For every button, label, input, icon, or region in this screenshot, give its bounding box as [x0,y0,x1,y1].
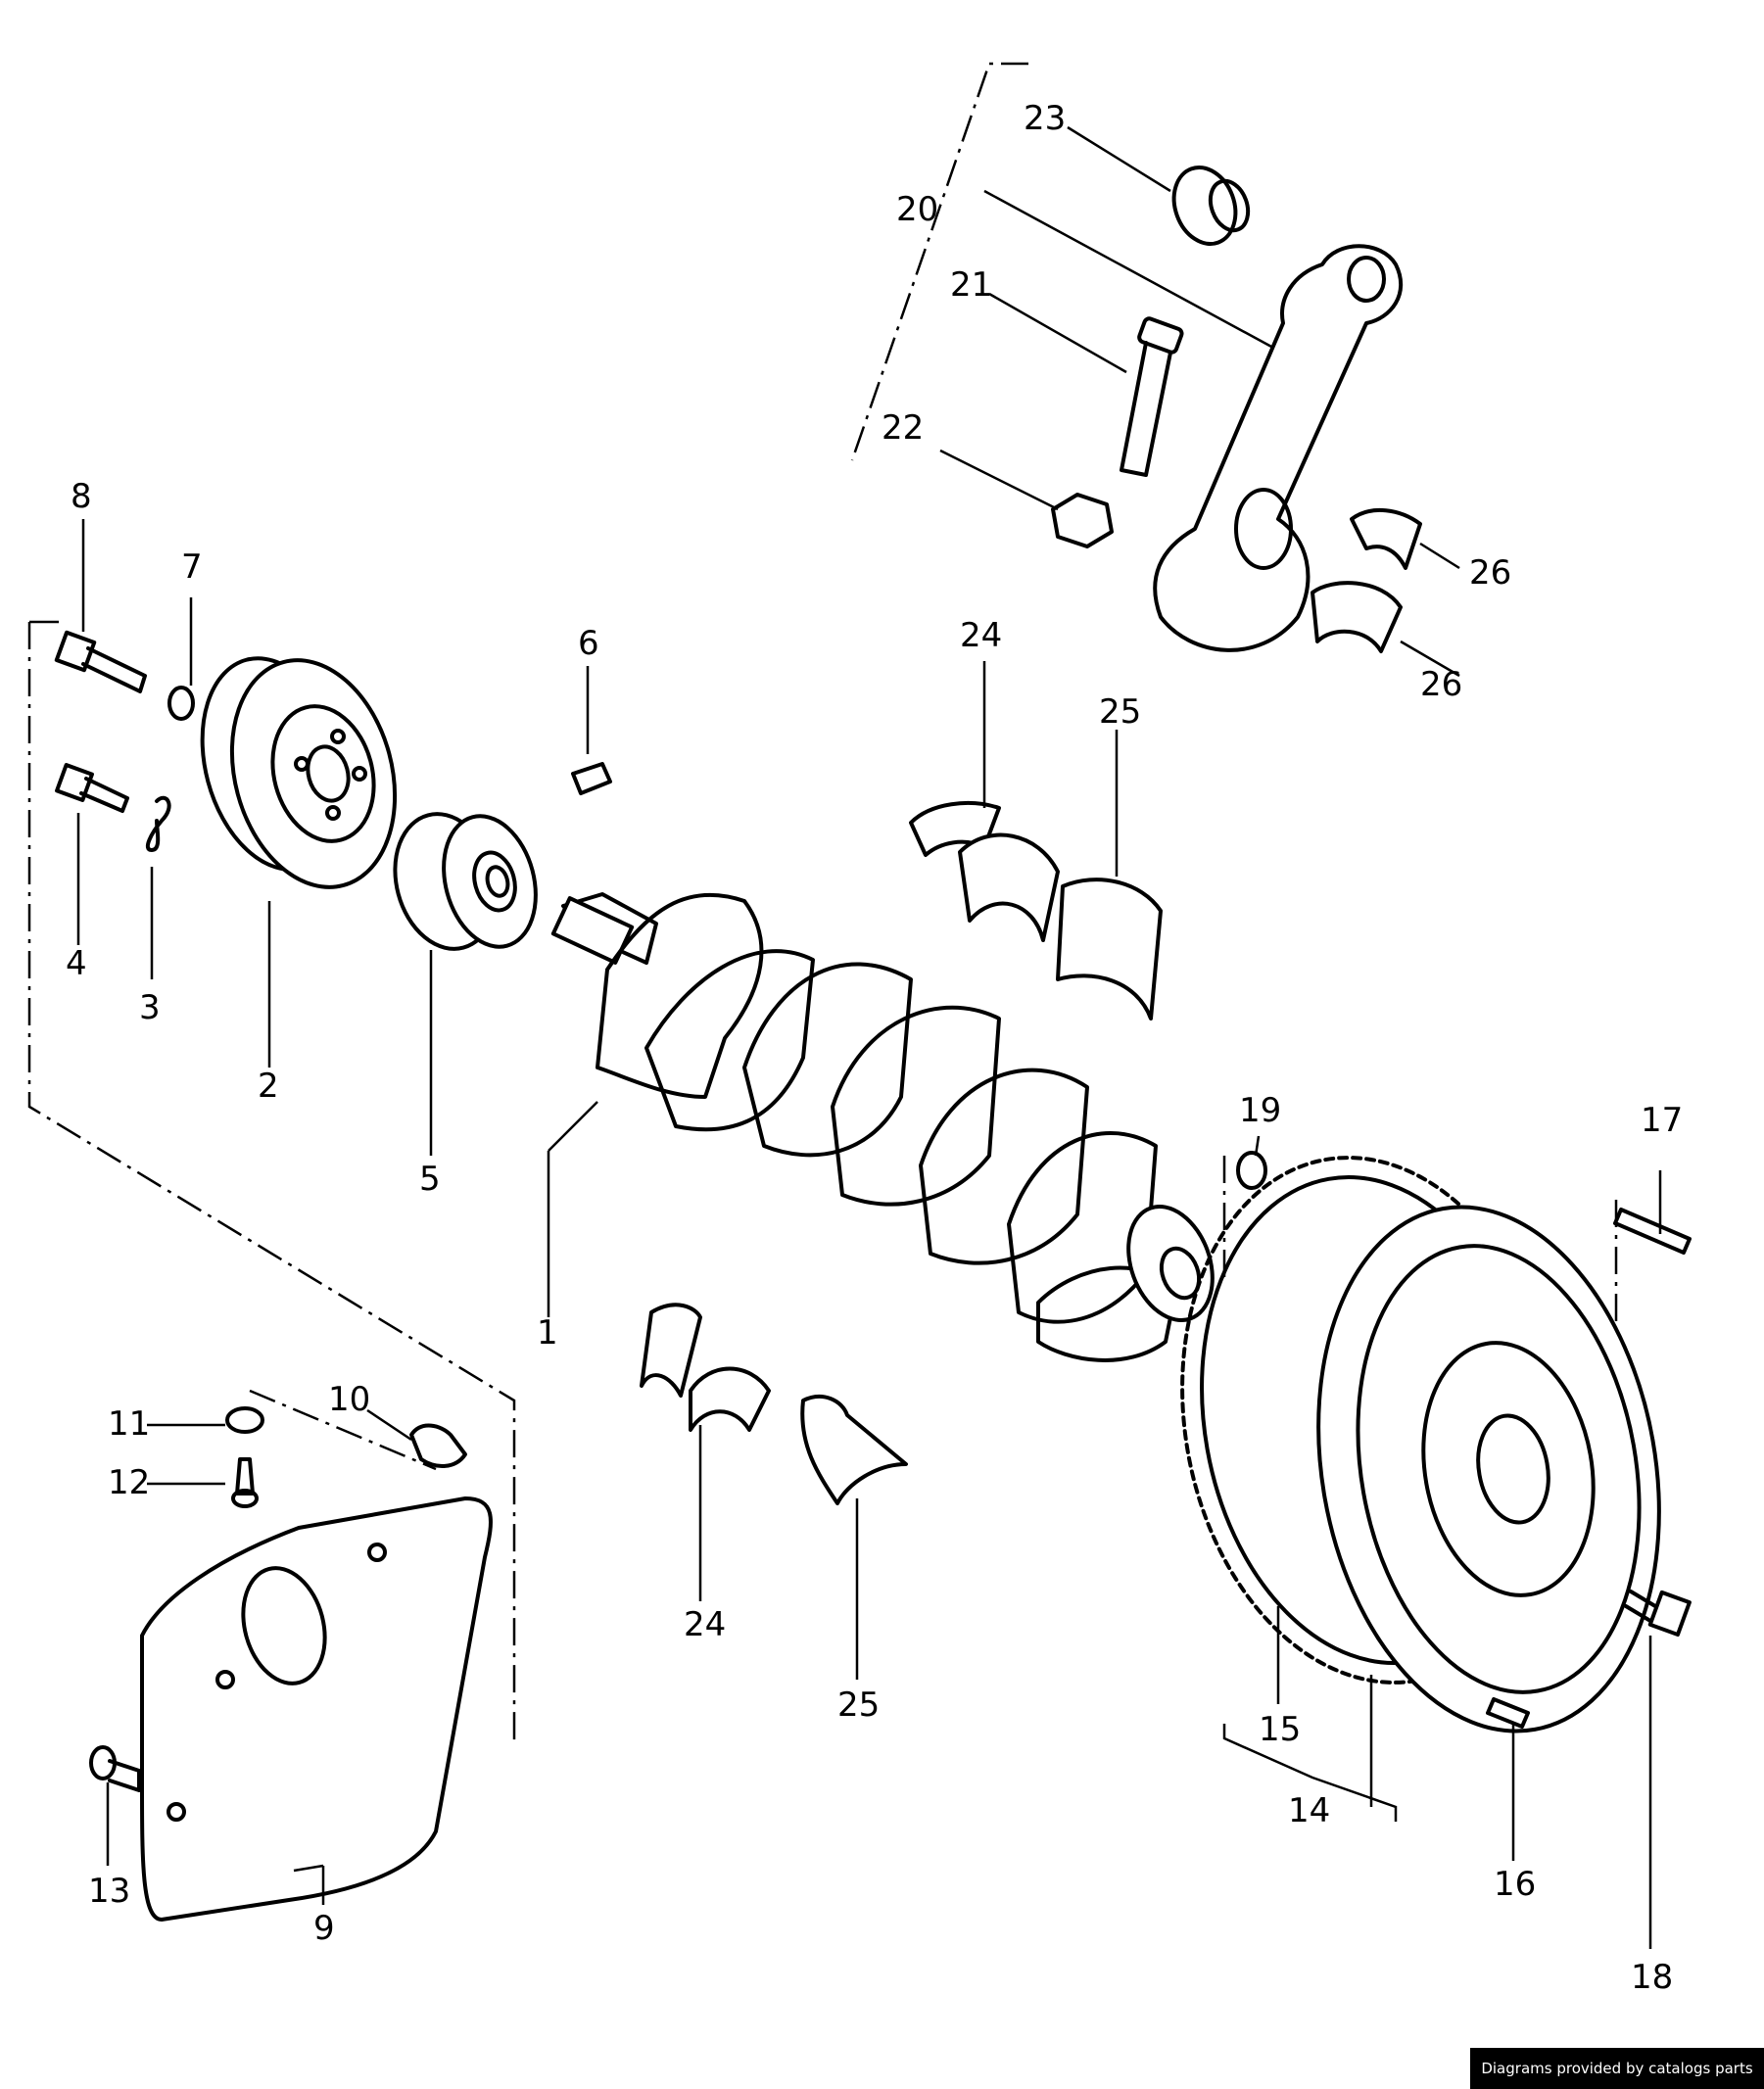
label-23: 23 [1024,99,1066,138]
sprocket-part[interactable] [381,802,549,960]
label-13: 13 [88,1872,130,1911]
label-16: 16 [1494,1865,1536,1904]
label-7: 7 [181,547,203,587]
flywheel-part[interactable] [1279,1180,1699,1759]
label-25-upper: 25 [1099,692,1141,732]
connecting-rod-part[interactable] [1153,244,1404,652]
label-10: 10 [328,1380,370,1419]
main-bearing-shells-lower[interactable] [640,1303,908,1505]
lock-ring-part[interactable] [145,795,171,852]
main-bearing-shells-upper[interactable] [909,801,1163,1021]
part-number-labels: 1 2 3 4 5 6 7 8 9 10 11 12 13 14 15 16 1… [66,99,1683,1997]
label-18: 18 [1631,1958,1673,1997]
label-17: 17 [1641,1101,1683,1140]
label-2: 2 [258,1067,279,1106]
label-15: 15 [1259,1710,1301,1749]
washer-part[interactable] [167,686,195,721]
label-6: 6 [578,624,599,663]
label-14: 14 [1288,1791,1330,1830]
pulley-part[interactable] [180,641,419,905]
flywheel-bolt-part[interactable] [1624,1590,1692,1638]
cover-plate-part[interactable] [140,1496,493,1922]
label-20: 20 [896,190,938,229]
dowel-pin-upper-part[interactable] [1613,1208,1692,1255]
label-25-lower: 25 [837,1685,880,1725]
label-8: 8 [71,477,92,516]
leader-lines [76,125,1662,1949]
clip-part[interactable] [409,1423,467,1468]
label-12: 12 [108,1463,150,1502]
label-11: 11 [108,1404,150,1444]
label-1: 1 [537,1313,558,1353]
label-24-upper: 24 [960,616,1002,655]
rod-bolt-part[interactable] [1120,316,1184,477]
push-rivet-part[interactable] [89,1745,141,1792]
label-26-lower: 26 [1420,665,1462,704]
assembly-brackets [27,62,1618,1822]
screw-part[interactable] [231,1457,259,1508]
crankshaft-part[interactable] [550,892,1227,1362]
dowel-pin-lower-part[interactable] [1486,1697,1530,1729]
label-19: 19 [1239,1091,1281,1130]
woodruff-key-part[interactable] [571,762,612,795]
label-21: 21 [950,265,992,305]
spacer-part[interactable] [1236,1151,1267,1190]
label-9: 9 [313,1909,335,1948]
label-22: 22 [882,408,924,448]
footer-credit: Diagrams provided by catalogs parts [1470,2048,1764,2089]
label-24-lower: 24 [684,1605,726,1644]
pulley-bolts[interactable] [54,630,147,813]
label-26-upper: 26 [1469,553,1511,593]
rod-bearing-shells[interactable] [1311,507,1422,653]
piston-pin-bush-part[interactable] [1164,159,1255,253]
washer-small-part[interactable] [225,1406,264,1434]
label-5: 5 [419,1160,441,1199]
label-3: 3 [139,988,161,1027]
rod-nut-part[interactable] [1051,493,1114,548]
label-4: 4 [66,944,87,983]
